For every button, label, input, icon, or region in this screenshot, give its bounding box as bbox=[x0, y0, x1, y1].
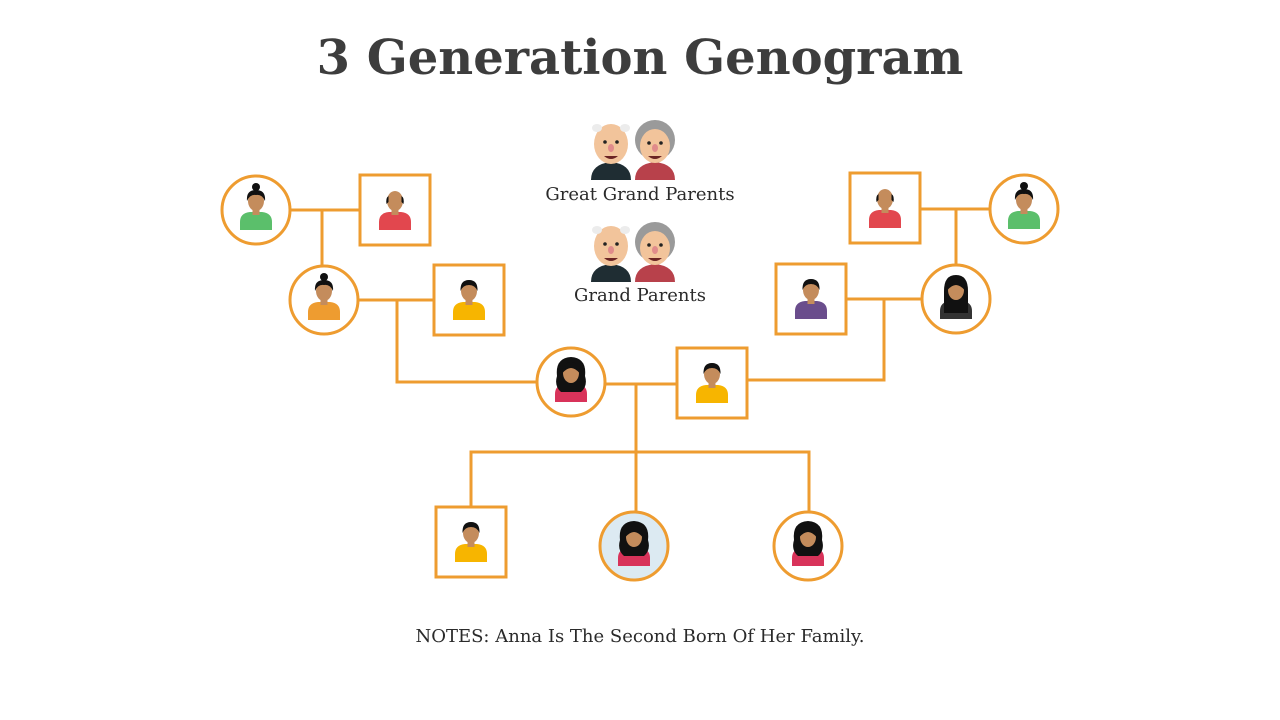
member-mother bbox=[535, 346, 607, 418]
great-grand-parents-legend-icon bbox=[591, 120, 675, 180]
member-paternal-grandmother bbox=[920, 263, 992, 335]
notes-text: NOTES: Anna Is The Second Born Of Her Fa… bbox=[415, 626, 865, 647]
female-long-hair-avatar-icon bbox=[940, 275, 972, 319]
grand-parents-legend-icon bbox=[591, 222, 675, 282]
member-maternal-great-grandfather bbox=[358, 173, 432, 247]
member-father bbox=[675, 346, 749, 420]
male-bald-avatar-icon bbox=[379, 191, 411, 230]
male-avatar-icon bbox=[455, 522, 487, 562]
member-son bbox=[434, 505, 508, 579]
female-curly-hair-avatar-icon bbox=[618, 521, 650, 566]
connector-line bbox=[395, 298, 538, 384]
member-anna bbox=[598, 510, 670, 582]
female-avatar-icon bbox=[1008, 182, 1040, 229]
female-avatar-icon bbox=[240, 183, 272, 230]
member-maternal-great-grandmother bbox=[220, 174, 292, 246]
member-paternal-great-grandmother bbox=[988, 173, 1060, 245]
legend-great-grand-parents-label: Great Grand Parents bbox=[545, 184, 735, 205]
member-maternal-grandfather bbox=[432, 263, 506, 337]
page-title: 3 Generation Genogram bbox=[316, 30, 964, 86]
male-bald-avatar-icon bbox=[869, 189, 901, 228]
male-avatar-icon bbox=[696, 363, 728, 403]
member-maternal-grandmother bbox=[288, 264, 360, 336]
connector-line bbox=[469, 450, 811, 513]
female-avatar-icon bbox=[308, 273, 340, 320]
male-avatar-icon bbox=[795, 279, 827, 319]
female-curly-hair-avatar-icon bbox=[792, 521, 824, 566]
member-paternal-great-grandfather bbox=[848, 171, 922, 245]
legend-grand-parents-label: Grand Parents bbox=[574, 285, 706, 306]
male-avatar-icon bbox=[453, 280, 485, 320]
family-members bbox=[220, 171, 1060, 582]
member-daughter bbox=[772, 510, 844, 582]
connector-line bbox=[746, 297, 886, 382]
connector-lines bbox=[289, 207, 992, 513]
member-paternal-grandfather bbox=[774, 262, 848, 336]
female-curly-hair-avatar-icon bbox=[555, 357, 587, 402]
